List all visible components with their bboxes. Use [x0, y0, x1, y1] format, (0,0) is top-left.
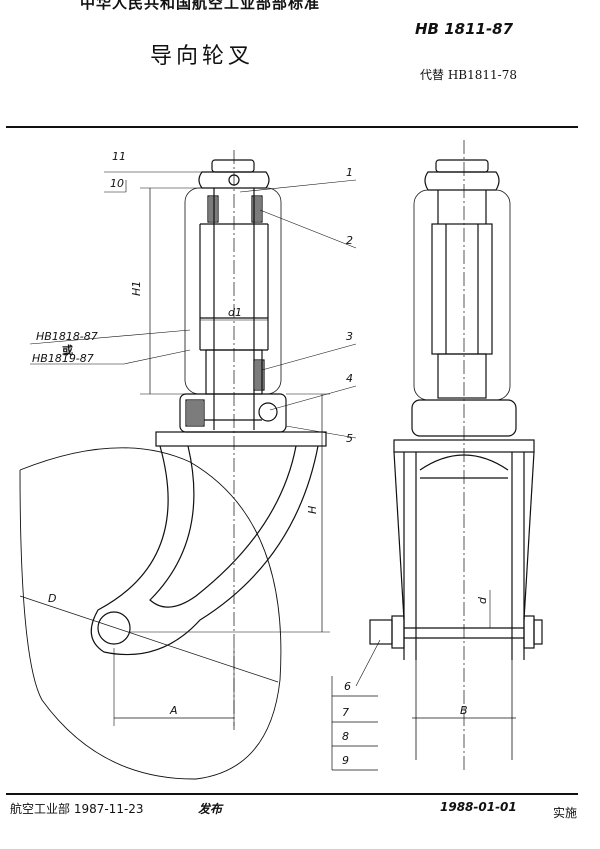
- header-rule: [6, 126, 578, 128]
- dim-B: B: [460, 704, 468, 717]
- ref-or: 或: [62, 343, 73, 357]
- footer-issuer-date: 航空工业部 1987-11-23: [10, 802, 144, 816]
- callout-4: 4: [346, 372, 353, 385]
- callout-8: 8: [342, 730, 349, 743]
- callout-5: 5: [346, 432, 353, 445]
- callout-3: 3: [346, 330, 353, 343]
- callout-2: 2: [346, 234, 353, 247]
- callout-10: 10: [110, 177, 124, 190]
- footer-issue-word: 发布: [198, 802, 223, 816]
- dim-D: D: [48, 592, 56, 605]
- ref-standard-1: HB1818-87: [36, 330, 98, 343]
- footer-impl-word: 实施: [553, 806, 578, 820]
- standard-number: HB 1811-87: [415, 20, 514, 38]
- replaces-note: 代替 HB1811-78: [420, 68, 517, 82]
- dim-d: d: [476, 596, 489, 604]
- dim-h1: H1: [130, 281, 143, 296]
- callout-7: 7: [342, 706, 349, 719]
- callout-1: 1: [346, 166, 353, 179]
- dim-d1: d1: [228, 306, 242, 319]
- footer-impl-date: 1988-01-01: [440, 800, 517, 814]
- dim-H: H: [306, 506, 319, 514]
- callout-9: 9: [342, 754, 349, 767]
- callout-6: 6: [344, 680, 351, 693]
- footer-rule: [6, 793, 578, 795]
- document-title: 导向轮叉: [150, 44, 255, 69]
- dim-A: A: [169, 704, 178, 717]
- ref-standard-2: HB1819-87: [32, 352, 94, 365]
- callout-11: 11: [112, 150, 126, 163]
- issuer-header: 中华人民共和国航空工业部部标准: [80, 0, 321, 12]
